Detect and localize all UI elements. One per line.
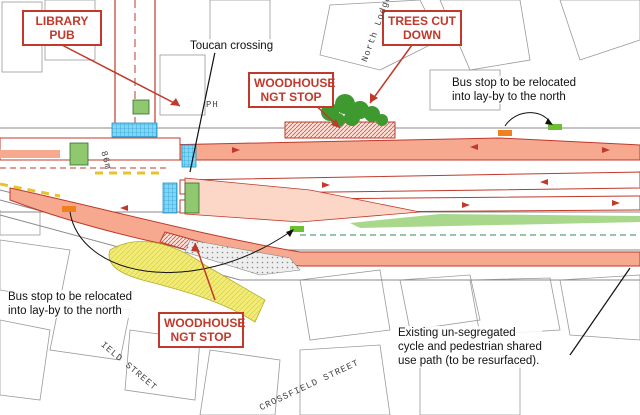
library-pub-callout: LIBRARY PUB: [22, 10, 102, 46]
bus-stop-new-left: [290, 226, 304, 232]
woodhouse-bottom-pointer: [194, 242, 216, 301]
toucan-crossing-label: Toucan crossing: [190, 39, 274, 53]
bus-stop-new-right: [548, 124, 562, 130]
green-verge: [350, 214, 640, 228]
bus-stop-note-left: Bus stop to be relocated into lay-by to …: [8, 290, 133, 318]
bus-stop-existing-left: [62, 206, 76, 212]
yellow-shared-area: [108, 241, 266, 323]
trees-cut-down-callout: TREES CUT DOWN: [382, 10, 462, 46]
woodhouse-stop-callout-bottom: WOODHOUSE NGT STOP: [158, 312, 245, 348]
toucan-crossing-south: [162, 182, 178, 214]
library-pub-pointer: [59, 43, 181, 107]
tram-direction-arrows: [120, 144, 620, 211]
bus-stop-existing-right: [498, 130, 512, 136]
trees-pointer: [369, 44, 413, 104]
woodhouse-stop-callout-top: WOODHOUSE NGT STOP: [248, 72, 335, 108]
ph-label: PH: [206, 100, 219, 110]
toucan-leader: [189, 51, 216, 173]
tram-track-south: [9, 187, 640, 267]
relocation-arrow-left: [69, 211, 291, 273]
bus-stop-note-right: Bus stop to be relocated into lay-by to …: [452, 76, 577, 104]
relocation-arrow-right: [504, 112, 551, 127]
existing-path-note: Existing un-segregated cycle and pedestr…: [398, 326, 542, 368]
existing-path-leader: [569, 267, 631, 356]
